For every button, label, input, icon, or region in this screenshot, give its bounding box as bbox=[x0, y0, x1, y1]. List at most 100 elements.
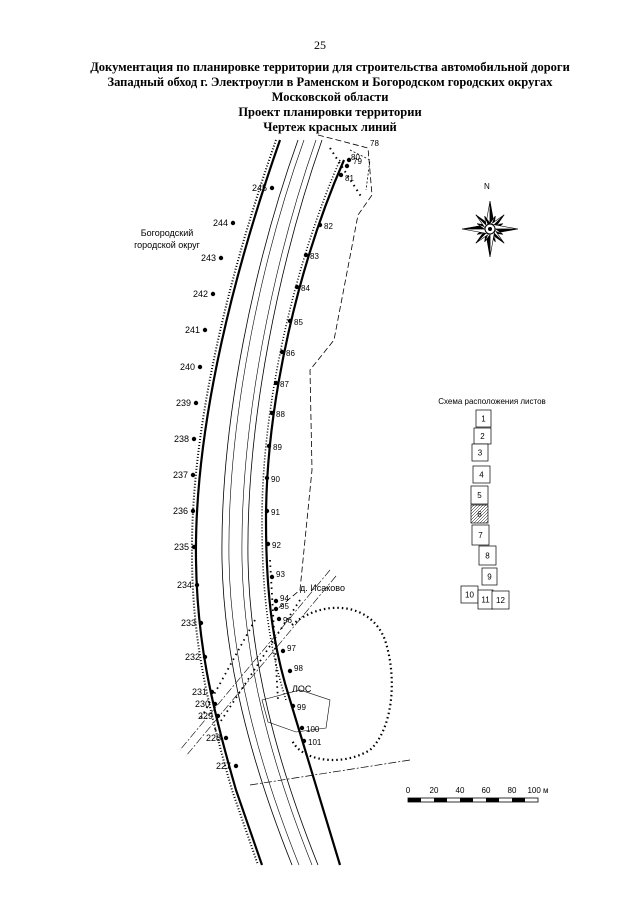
boundary-point-label: 82 bbox=[324, 222, 333, 231]
boundary-point-marker bbox=[230, 220, 236, 226]
boundary-point-label: 84 bbox=[301, 284, 310, 293]
title-line-1: Документация по планировке территории дл… bbox=[90, 60, 570, 74]
boundary-point-marker bbox=[303, 252, 309, 258]
title-line-2: Западный обход г. Электроугли в Раменско… bbox=[107, 75, 553, 89]
dotted-boundary-mid bbox=[269, 559, 279, 701]
boundary-point-marker bbox=[273, 380, 279, 386]
boundary-point-label: 86 bbox=[286, 349, 295, 358]
boundary-point-label: 241 bbox=[185, 325, 200, 335]
sheet-number: 5 bbox=[477, 491, 482, 500]
road-edge-right-inner bbox=[241, 139, 317, 866]
boundary-point-label: 233 bbox=[181, 618, 196, 628]
boundary-point-marker bbox=[215, 713, 221, 719]
boundary-point-marker bbox=[191, 544, 197, 550]
scale-tick-label: 40 bbox=[456, 786, 465, 795]
document-title: Документация по планировке территории дл… bbox=[60, 60, 600, 135]
scale-tick-label: 80 bbox=[508, 786, 517, 795]
left-line-points: 2452442432422412402392382372362352342332… bbox=[173, 183, 275, 771]
boundary-point-marker bbox=[190, 508, 196, 514]
sheet-number: 6 bbox=[477, 510, 482, 519]
boundary-point-marker bbox=[287, 668, 293, 674]
boundary-point-label: 231 bbox=[192, 687, 207, 697]
boundary-point-marker bbox=[269, 185, 275, 191]
boundary-point-label: 97 bbox=[287, 644, 296, 653]
boundary-point-label: 94 bbox=[280, 594, 289, 603]
boundary-point-label: 98 bbox=[294, 664, 303, 673]
boundary-point-marker bbox=[294, 284, 300, 290]
sheet-number: 10 bbox=[465, 591, 474, 600]
boundary-point-label: 95 bbox=[280, 602, 289, 611]
sheet-box bbox=[472, 465, 491, 484]
boundary-point-marker bbox=[198, 620, 204, 626]
north-label: N bbox=[484, 182, 490, 191]
boundary-point-marker bbox=[279, 349, 285, 355]
red-line-right-hatch bbox=[261, 159, 341, 701]
sheet-number: 11 bbox=[481, 596, 490, 605]
sheet-number: 4 bbox=[479, 471, 484, 480]
sheet-scheme-title: Схема расположения листов bbox=[438, 397, 546, 406]
boundary-point-label: 91 bbox=[271, 508, 280, 517]
scale-tick-label: 0 bbox=[406, 786, 411, 795]
boundary-point-label: 243 bbox=[201, 253, 216, 263]
boundary-point-marker bbox=[338, 172, 344, 178]
sheet-box bbox=[491, 590, 510, 610]
scale-tick-label: 100 м bbox=[527, 786, 548, 795]
boundary-point-marker bbox=[264, 475, 270, 481]
sheet-number: 3 bbox=[478, 449, 483, 458]
boundary-point-marker bbox=[233, 763, 239, 769]
dotted-boundary-diag-2 bbox=[214, 599, 301, 731]
scale-bar bbox=[407, 797, 539, 803]
boundary-point-marker bbox=[290, 703, 296, 709]
boundary-point-marker bbox=[264, 508, 270, 514]
boundary-point-marker bbox=[266, 443, 272, 449]
boundary-point-label: 240 bbox=[180, 362, 195, 372]
boundary-point-label: 80 bbox=[351, 153, 360, 162]
title-line-3: Московской области bbox=[271, 90, 389, 104]
boundary-point-label: 237 bbox=[173, 470, 188, 480]
boundary-point-label: 101 bbox=[308, 738, 322, 747]
sheet-box bbox=[470, 485, 489, 505]
boundary-point-label: 238 bbox=[174, 434, 189, 444]
boundary-point-label: 87 bbox=[280, 380, 289, 389]
boundary-point-marker bbox=[301, 738, 307, 744]
village-label: д. Исаково bbox=[300, 583, 345, 593]
compass-rose-icon bbox=[461, 200, 519, 258]
boundary-point-label: 96 bbox=[283, 616, 292, 625]
boundary-point-label: 93 bbox=[276, 570, 285, 579]
region-label-line-1: Богородский bbox=[140, 228, 194, 238]
boundary-point-label: 235 bbox=[174, 542, 189, 552]
boundary-point-label: 242 bbox=[193, 289, 208, 299]
boundary-point-marker bbox=[273, 598, 279, 604]
boundary-point-label: 88 bbox=[276, 410, 285, 419]
boundary-point-label: 245 bbox=[252, 183, 267, 193]
sheet-number: 8 bbox=[485, 552, 490, 561]
boundary-point-marker bbox=[269, 410, 275, 416]
boundary-point-marker bbox=[193, 400, 199, 406]
page-number: 25 bbox=[314, 38, 326, 52]
boundary-point-label: 230 bbox=[195, 699, 210, 709]
boundary-point-marker bbox=[190, 472, 196, 478]
territory-boundary bbox=[275, 134, 373, 611]
boundary-point-label: 90 bbox=[271, 475, 280, 484]
boundary-point-marker bbox=[265, 541, 271, 547]
boundary-point-marker bbox=[210, 291, 216, 297]
boundary-point-marker bbox=[273, 606, 279, 612]
boundary-point-marker bbox=[218, 255, 224, 261]
boundary-point-marker bbox=[280, 648, 286, 654]
sheet-box bbox=[478, 545, 497, 566]
sheet-number: 1 bbox=[481, 415, 486, 424]
boundary-point-label: 228 bbox=[206, 733, 221, 743]
sheet-box bbox=[475, 409, 492, 428]
region-label: Богородский городской округ bbox=[112, 227, 222, 251]
facility-label: ЛОС bbox=[292, 684, 312, 694]
right-line-points: 7879808182838485868788899091929394959697… bbox=[264, 139, 379, 747]
boundary-point-label: 92 bbox=[272, 541, 281, 550]
boundary-point-label: 100 bbox=[306, 725, 320, 734]
boundary-point-marker bbox=[344, 163, 350, 169]
sheet-number: 12 bbox=[496, 596, 505, 605]
title-line-5: Чертеж красных линий bbox=[263, 120, 397, 134]
boundary-point-marker bbox=[287, 318, 293, 324]
red-line-left bbox=[194, 139, 282, 866]
boundary-point-label: 79 bbox=[353, 157, 362, 166]
